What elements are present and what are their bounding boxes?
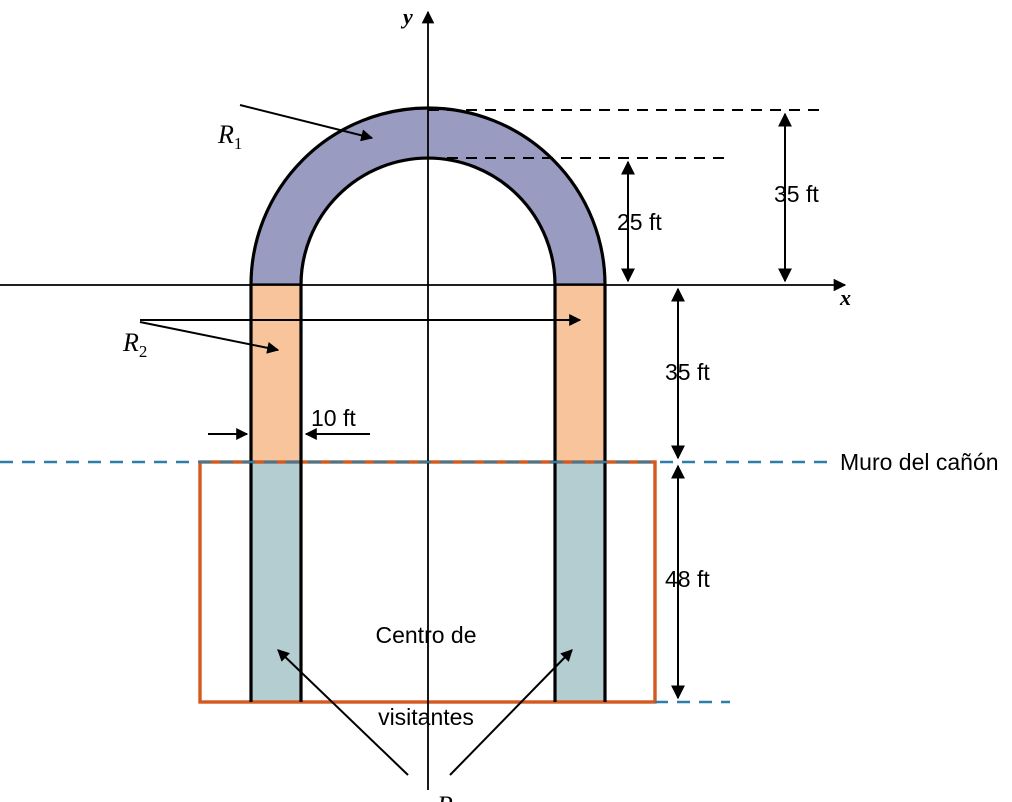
leader-line-r3-right: [449, 649, 573, 776]
visitor-center-label-line1: Centro de: [375, 622, 477, 649]
region-label-r3-base: R: [437, 791, 453, 802]
leader-line-r1: [239, 104, 374, 142]
region-label-r2: R2: [97, 297, 147, 393]
canyon-wall-label: Muro del cañón: [840, 449, 999, 475]
region-label-r2-base: R: [123, 327, 139, 357]
dimension-label-35ft-top: 35 ft: [774, 181, 819, 207]
dimension-label-35ft-bottom: 35 ft: [665, 359, 710, 385]
region-label-r3: R3: [411, 760, 461, 802]
region-r2-right-column: [555, 285, 605, 462]
region-label-r1-base: R: [218, 119, 234, 149]
leader-line-r3-left: [277, 649, 409, 776]
dimension-label-25ft: 25 ft: [617, 209, 662, 235]
dimension-label-10ft: 10 ft: [311, 405, 356, 431]
dimension-label-48ft: 48 ft: [665, 566, 710, 592]
region-r3-left-column: [251, 462, 301, 702]
y-axis-label: y: [403, 4, 413, 29]
region-r1-arch: [249, 106, 607, 287]
visitor-center-label-line2: visitantes: [378, 703, 474, 730]
region-label-r2-sub: 2: [138, 341, 148, 361]
region-label-r1-sub: 1: [233, 133, 243, 153]
region-r3-right-column: [555, 462, 605, 702]
region-label-r1: R1: [192, 89, 242, 185]
region-r2-left-column: [251, 285, 301, 462]
visitor-center-label: Centro de visitantes: [366, 568, 486, 785]
x-axis-label: x: [840, 285, 851, 310]
leader-line-r2-left: [139, 321, 280, 354]
